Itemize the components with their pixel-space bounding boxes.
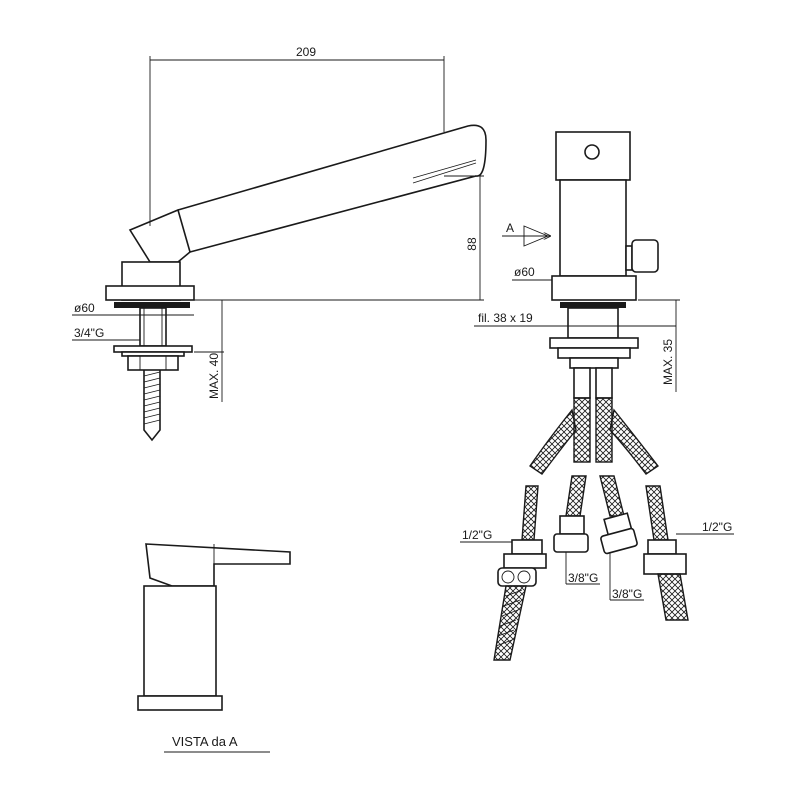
label-hose-1-2-left: 1/2"G	[462, 528, 492, 542]
base-side	[137, 695, 223, 711]
side-view: 209 88 ø60 3/4"G MAX. 40	[72, 45, 487, 442]
front-washer	[549, 337, 639, 349]
dim-88: 88	[465, 237, 479, 251]
fitting-1-2-left	[511, 539, 543, 555]
lever-block	[555, 131, 631, 181]
front-base	[551, 275, 637, 301]
dim-dia-left: ø60	[74, 301, 95, 315]
body	[559, 179, 627, 277]
front-view: A ø60 fil. 38 x 19 MAX. 35	[460, 131, 734, 661]
fitting-1-2-right	[647, 539, 677, 555]
dim-max-35: MAX. 35	[661, 339, 675, 385]
view-from-a: VISTA da A	[137, 543, 291, 753]
spout-joint	[128, 208, 191, 263]
label-thread-left: 3/4"G	[74, 326, 104, 340]
threaded-rod	[143, 370, 161, 442]
lever-side	[145, 543, 291, 587]
fitting-3-8-left	[553, 533, 589, 553]
body-side	[143, 585, 217, 697]
view-arrow-a: A	[506, 221, 514, 235]
front-shank	[567, 307, 619, 339]
fitting-3-8-right	[600, 527, 638, 555]
hose-outer-left	[529, 408, 577, 475]
washer	[113, 345, 193, 353]
caption-vista: VISTA da A	[172, 734, 238, 749]
label-fil: fil. 38 x 19	[478, 311, 533, 325]
label-hose-1-2-right: 1/2"G	[702, 520, 732, 534]
side-knob	[631, 239, 659, 273]
gasket	[114, 302, 190, 308]
spout	[177, 124, 487, 253]
label-hose-3-8-left: 3/8"G	[568, 571, 598, 585]
nut	[127, 355, 179, 371]
hose-outer-right	[609, 408, 660, 475]
label-hose-3-8-right: 3/8"G	[612, 587, 642, 601]
dim-dia-right: ø60	[514, 265, 535, 279]
dim-max-40: MAX. 40	[207, 353, 221, 399]
indicator-hole	[584, 144, 600, 160]
dim-209: 209	[296, 45, 316, 59]
